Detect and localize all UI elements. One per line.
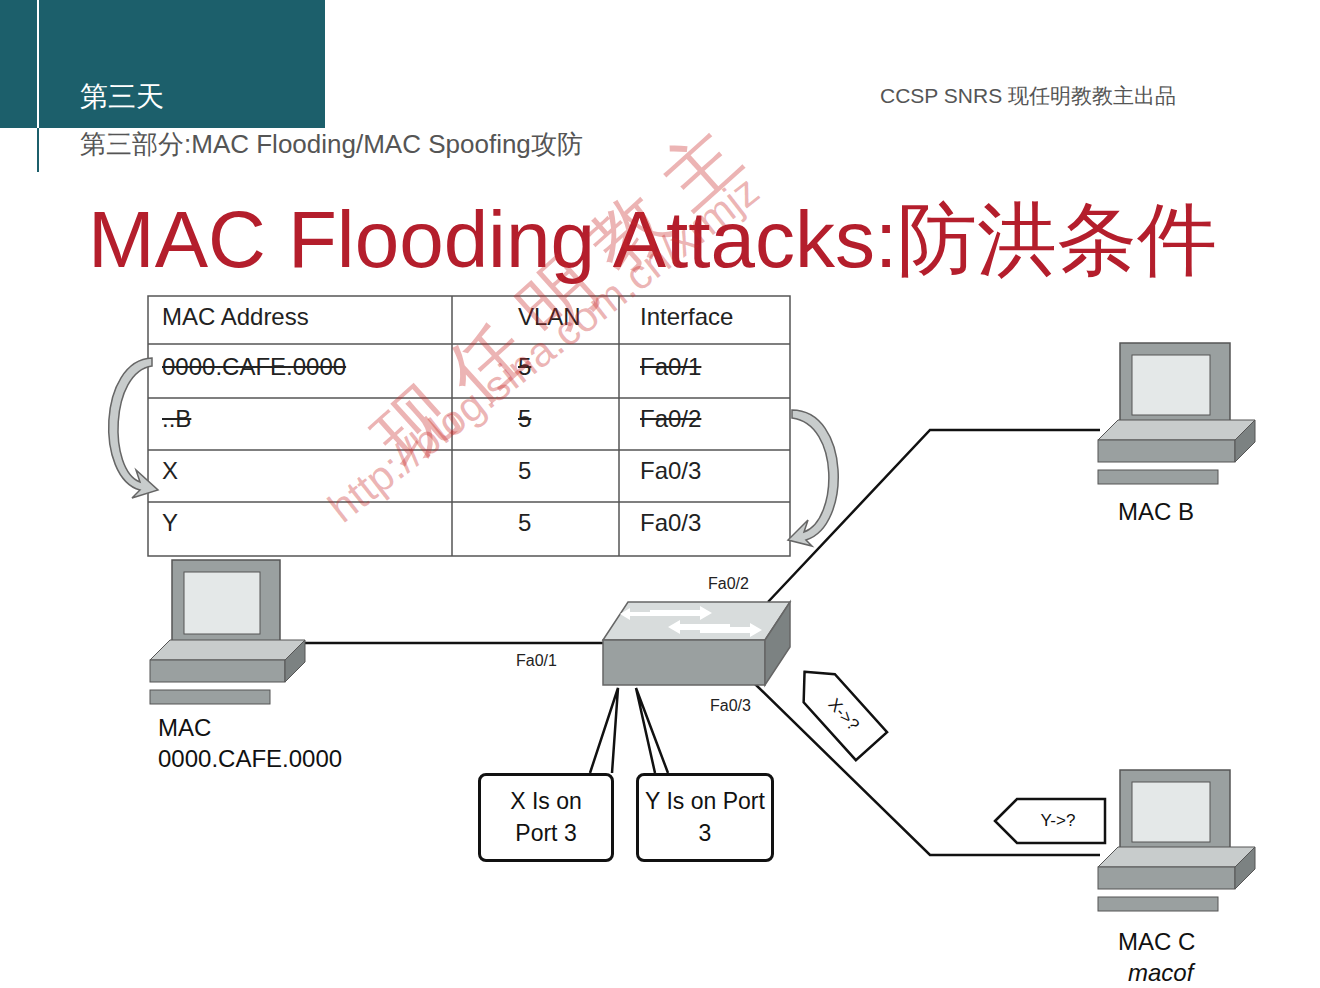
publisher-note: CCSP SNRS 现任明教教主出品 — [880, 84, 1176, 107]
table-cell: ..B — [162, 406, 191, 432]
node-text: MAC C — [1118, 926, 1228, 957]
node-text: Y Is on Port 3 — [645, 786, 765, 848]
switch-icon — [603, 602, 790, 685]
table-cell: X — [162, 458, 178, 484]
day-heading: 第三天 — [80, 82, 164, 113]
header-rule — [37, 0, 39, 128]
table-cell: Y — [162, 510, 178, 536]
port-label: Fa0/1 — [514, 652, 559, 670]
table-header: VLAN — [518, 304, 581, 330]
computer-label: MAC B — [1118, 496, 1228, 527]
callout-box: X Is on Port 3 — [478, 773, 614, 862]
table-header: MAC Address — [162, 304, 309, 330]
node-text: MAC B — [1118, 496, 1228, 527]
table-cell: 0000.CAFE.0000 — [162, 354, 346, 380]
computer-icon — [1098, 770, 1255, 911]
node-text: Y->? — [1041, 810, 1076, 832]
computer-label: MAC Cmacof — [1118, 926, 1228, 988]
curved-arrow — [109, 358, 158, 498]
table-grid — [148, 296, 790, 556]
table-cell: 5 — [518, 406, 531, 432]
table-cell: Fa0/1 — [640, 354, 701, 380]
header-rule — [37, 128, 39, 172]
table-cell: Fa0/3 — [640, 510, 701, 536]
curved-arrow — [788, 410, 838, 546]
node-text: MAC 0000.CAFE.0000 — [158, 712, 358, 774]
slide-title: MAC Flooding Attacks:防洪条件 — [88, 196, 1217, 284]
node-subtext: macof — [1118, 957, 1228, 988]
header-band — [0, 0, 325, 128]
arrow-outline — [995, 799, 1105, 843]
network-link — [305, 430, 1100, 855]
table-cell: Fa0/3 — [640, 458, 701, 484]
computer-icon — [150, 560, 305, 704]
computer-label: MAC 0000.CAFE.0000 — [158, 712, 358, 774]
section-heading: 第三部分:MAC Flooding/MAC Spoofing攻防 — [80, 130, 583, 159]
callout-box: Y Is on Port 3 — [636, 773, 774, 862]
arrow-outline — [789, 658, 887, 760]
table-cell: 5 — [518, 354, 531, 380]
table-cell: 5 — [518, 458, 531, 484]
frame-arrow: X->? — [786, 655, 890, 763]
port-label: Fa0/2 — [706, 575, 751, 593]
table-cell: Fa0/2 — [640, 406, 701, 432]
table-header: Interface — [640, 304, 733, 330]
computer-icon — [1098, 343, 1255, 484]
table-cell: 5 — [518, 510, 531, 536]
port-label: Fa0/3 — [708, 697, 753, 715]
node-text: X Is on Port 3 — [487, 786, 605, 848]
frame-arrow: Y->? — [993, 797, 1107, 845]
